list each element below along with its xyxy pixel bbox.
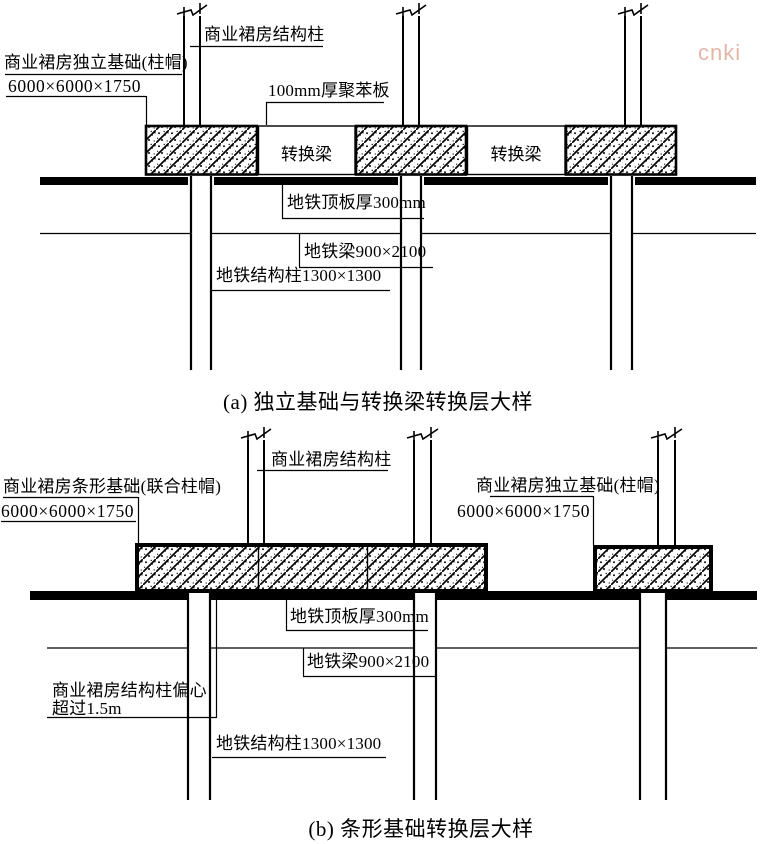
label-footing-size-a: 6000×6000×1750 [8, 76, 142, 96]
label-metro-column-a: 地铁结构柱1300×1300 [216, 266, 382, 285]
caption-b: (b) 条形基础转换层大样 [308, 817, 534, 841]
leader-line [5, 45, 433, 292]
building-column [247, 440, 676, 545]
label-eccentricity-line2: 超过1.5m [52, 699, 122, 718]
building-column [183, 16, 642, 125]
label-eccentricity-line1: 商业裙房结构柱偏心 [52, 681, 207, 700]
label-metro-column-b: 地铁结构柱1300×1300 [216, 734, 382, 753]
label-metro-beam-a: 地铁梁900×2100 [304, 242, 427, 261]
label-foam-board-a: 100mm厚聚苯板 [268, 81, 390, 100]
label-strip-footing-size-b: 6000×6000×1750 [1, 501, 135, 521]
footing-hatch-3 [564, 124, 678, 176]
label-isolated-footing-b: 商业裙房独立基础(柱帽) [476, 476, 660, 495]
label-isolated-footing-size-b: 6000×6000×1750 [457, 501, 591, 521]
label-metro-beam-b: 地铁梁900×2100 [307, 652, 430, 671]
footing-hatch-2 [354, 124, 468, 176]
transfer-beam-box-1 [257, 125, 356, 176]
label-footing-a: 商业裙房独立基础(柱帽) [4, 53, 188, 72]
strip-footing-hatch [135, 543, 488, 593]
transfer-beam-box-2 [466, 125, 566, 176]
label-podium-column-b: 商业裙房结构柱 [271, 450, 392, 469]
label-transfer-beam-2: 转换梁 [490, 145, 542, 164]
caption-a: (a) 独立基础与转换梁转换层大样 [223, 390, 534, 414]
footing-hatch-1 [144, 124, 259, 176]
leader-line [1, 469, 595, 759]
label-strip-footing-b: 商业裙房条形基础(联合柱帽) [3, 477, 222, 496]
metro-roof-slab [40, 177, 756, 185]
break-symbol [176, 3, 649, 18]
label-podium-column-a: 商业裙房结构柱 [204, 25, 325, 44]
metro-column [186, 590, 668, 800]
label-transfer-beam-1: 转换梁 [281, 145, 332, 164]
diagram-b [1, 427, 757, 800]
break-symbol [240, 427, 683, 442]
label-metro-slab-a: 地铁顶板厚300mm [287, 193, 426, 212]
cnki-watermark: cnki [698, 40, 742, 65]
label-metro-slab-b: 地铁顶板厚300mm [290, 607, 429, 626]
metro-column [189, 176, 634, 370]
diagram-a [5, 3, 756, 370]
isolated-footing-hatch [593, 545, 713, 593]
metro-roof-slab [30, 591, 757, 600]
strip-footing-joint [257, 547, 369, 589]
